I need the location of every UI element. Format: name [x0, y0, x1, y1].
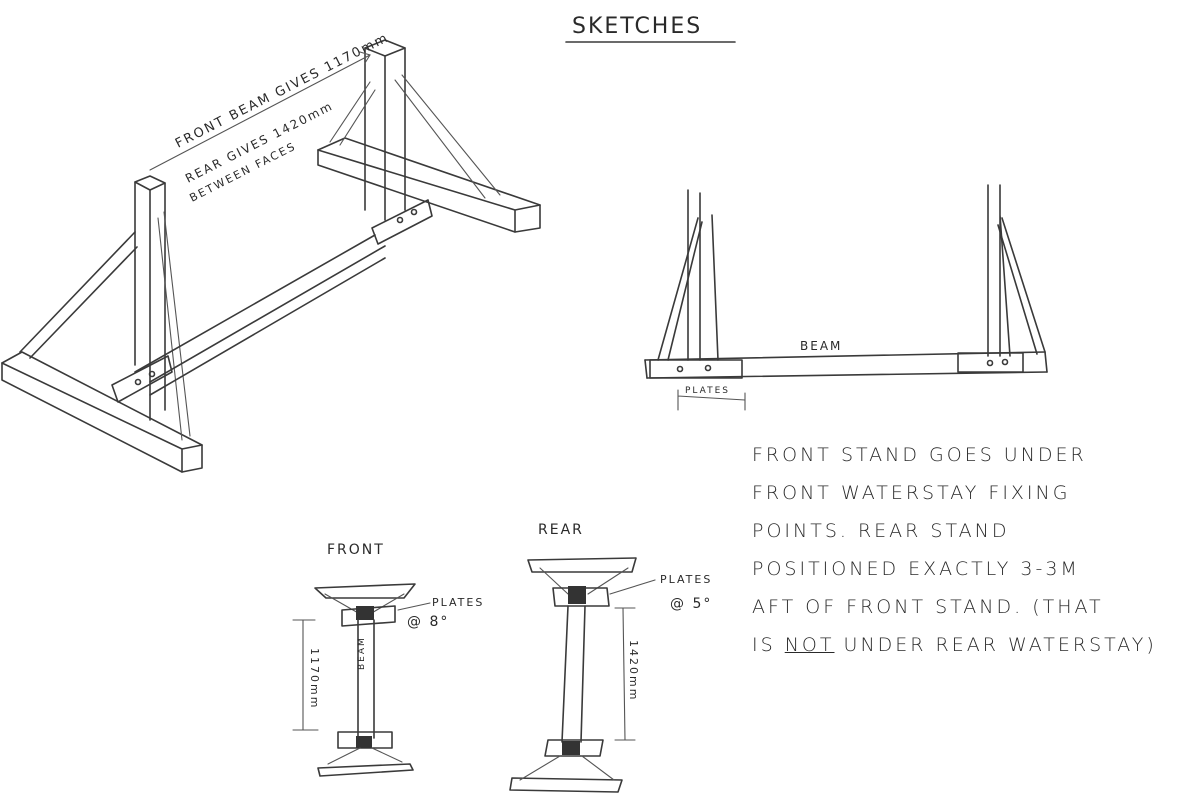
sketch-title: SKETCHES — [572, 14, 702, 39]
side-view-drawing — [644, 184, 1048, 411]
note-line-3: POINTS. REAR STAND — [752, 520, 1010, 542]
front-view-drawing — [292, 583, 431, 777]
rear-view-drawing — [509, 557, 656, 793]
note-line-6-start: IS — [752, 634, 785, 656]
front-dimension-label: 1170mm — [308, 648, 321, 709]
rear-plates-label: PLATES — [660, 573, 712, 586]
rear-dimension-label: 1420mm — [627, 640, 640, 701]
front-view-heading: FRONT — [327, 542, 385, 558]
side-plates-label: PLATES — [685, 386, 730, 396]
rear-angle-label: @ 5° — [670, 596, 712, 612]
note-line-2: FRONT WATERSTAY FIXING — [752, 482, 1071, 504]
note-line-1: FRONT STAND GOES UNDER — [752, 444, 1087, 466]
rear-gives-note: REAR GIVES 1420mm — [183, 99, 336, 186]
positioning-note: FRONT STAND GOES UNDER FRONT WATERSTAY F… — [752, 436, 1197, 664]
front-angle-label: @ 8° — [407, 614, 449, 630]
rear-view-heading: REAR — [538, 522, 584, 538]
note-line-4: POSITIONED EXACTLY 3-3M — [752, 558, 1080, 580]
note-line-6: IS NOT UNDER REAR WATERSTAY) — [752, 626, 1197, 664]
perspective-stand-drawing — [1, 39, 541, 473]
front-plates-label: PLATES — [432, 596, 484, 609]
side-beam-label: BEAM — [800, 339, 842, 353]
note-line-5: AFT OF FRONT STAND. (THAT — [752, 596, 1104, 618]
note-emphasis-not: NOT — [784, 634, 835, 656]
note-line-6-end: UNDER REAR WATERSTAY) — [834, 634, 1157, 656]
front-beam-label: BEAM — [357, 636, 367, 670]
